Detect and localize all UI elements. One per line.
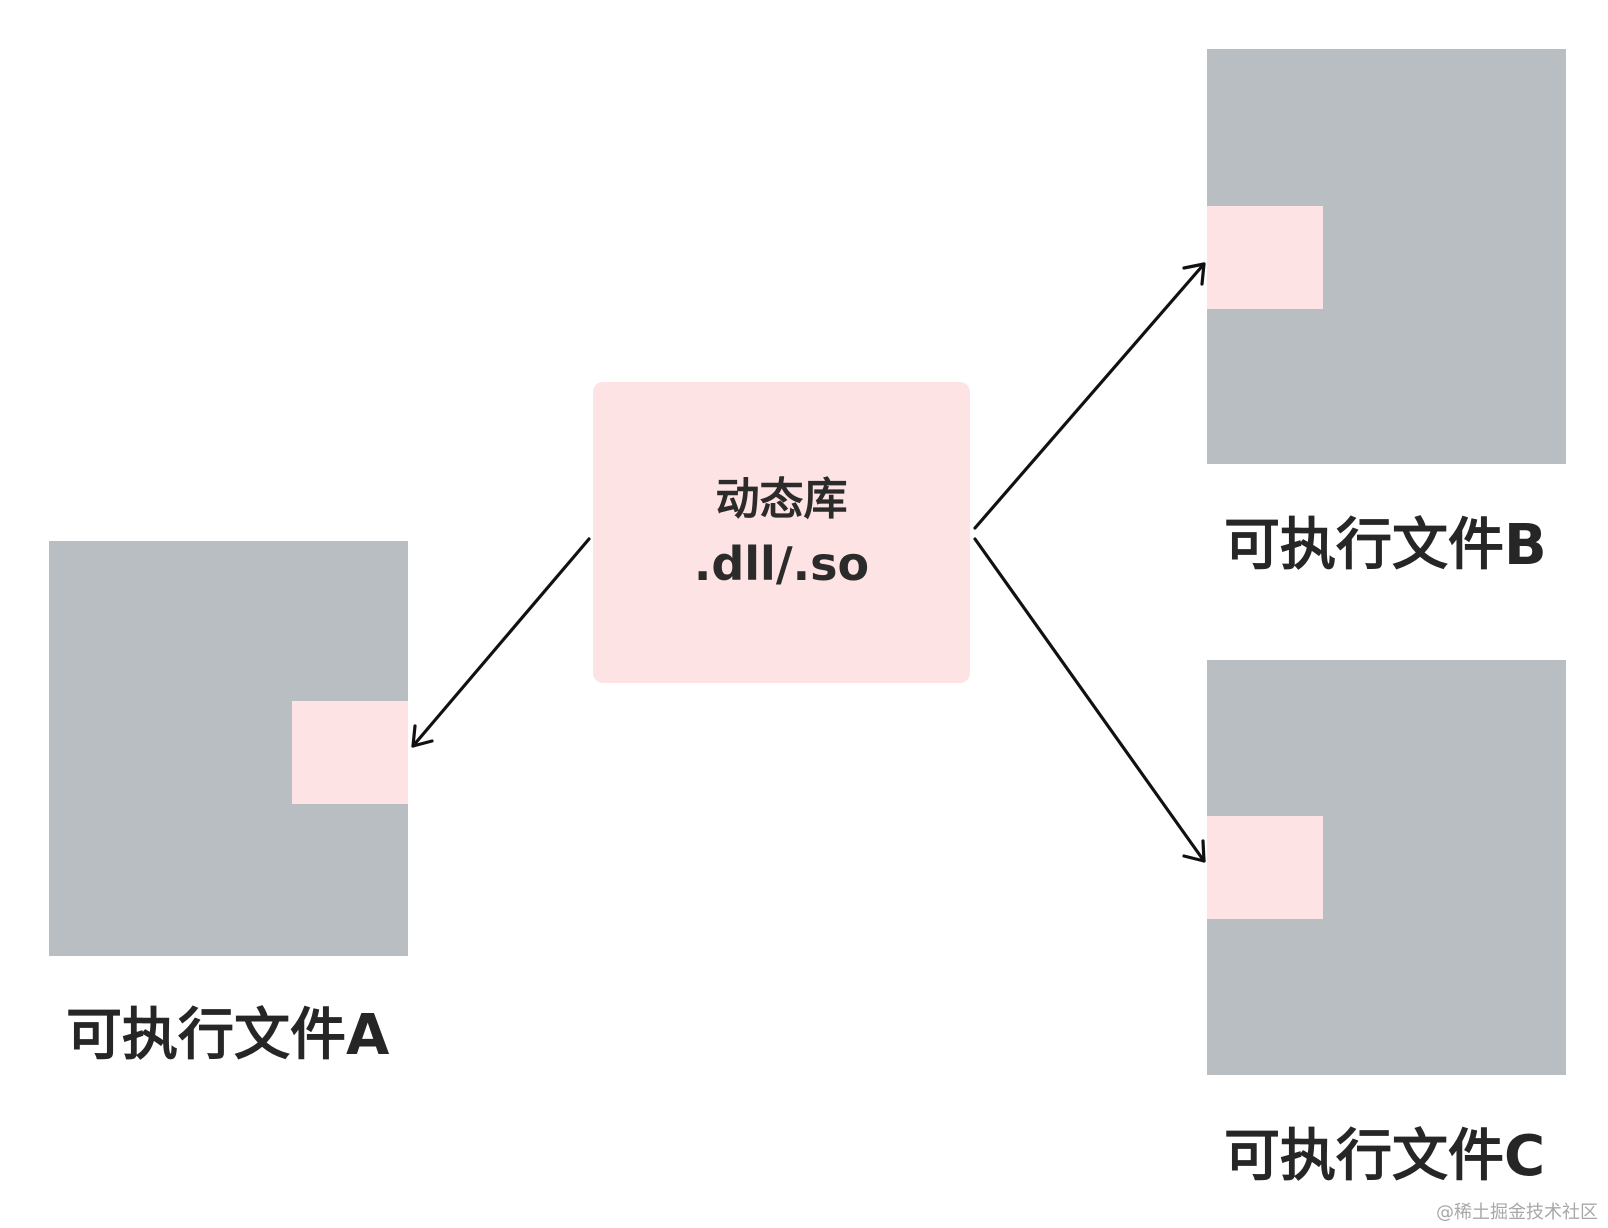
executable-a-library-slot <box>292 701 408 804</box>
arrowhead-icon <box>1182 839 1206 863</box>
watermark: @稀土掘金技术社区 <box>1436 1202 1598 1223</box>
dynamic-library-box: 动态库 .dll/.so <box>593 382 970 683</box>
executable-a-label: 可执行文件A <box>66 1003 390 1068</box>
arrow-icon <box>973 537 1206 863</box>
arrowhead-icon <box>411 724 434 748</box>
executable-b-library-slot <box>1207 206 1323 309</box>
arrow-icon <box>411 537 591 748</box>
arrow-to-executable-a <box>411 537 591 748</box>
arrow-to-executable-b <box>973 262 1206 530</box>
arrow-to-executable-c <box>973 537 1206 863</box>
executable-c-library-slot <box>1207 816 1323 919</box>
dynamic-library-extensions: .dll/.so <box>693 537 870 592</box>
executable-b-label: 可执行文件B <box>1224 513 1547 578</box>
executable-c-label: 可执行文件C <box>1224 1124 1546 1189</box>
arrowhead-icon <box>1182 262 1206 286</box>
arrow-icon <box>973 262 1206 530</box>
dynamic-library-title: 动态库 <box>715 473 848 525</box>
